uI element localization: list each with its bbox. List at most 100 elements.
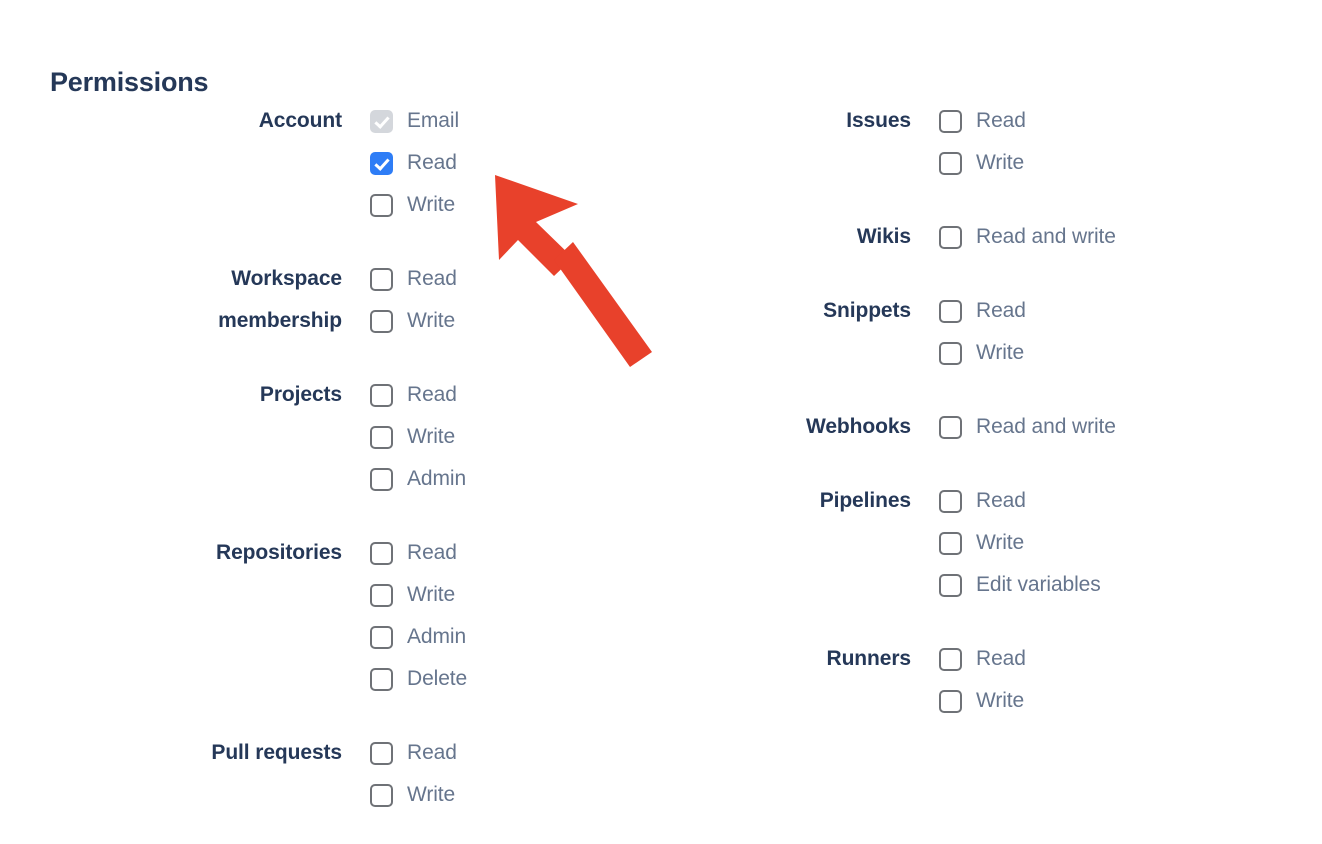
runners-read-label[interactable]: Read: [976, 647, 1026, 670]
issues-read-checkbox[interactable]: [939, 109, 962, 133]
pull-requests-write-checkbox[interactable]: [370, 783, 393, 807]
snippets-write-label[interactable]: Write: [976, 341, 1025, 364]
permission-row: Read: [370, 732, 457, 774]
permission-row: Read and write: [939, 216, 1116, 258]
permission-options-wikis: Read and write: [939, 216, 1116, 258]
snippets-write-checkbox[interactable]: [939, 341, 962, 365]
permission-row: Admin: [370, 616, 467, 658]
runners-read-checkbox[interactable]: [939, 647, 962, 671]
account-read-checkbox[interactable]: [370, 151, 393, 175]
workspace-membership-write-checkbox[interactable]: [370, 309, 393, 333]
group-label-line: Snippets: [823, 299, 911, 322]
permission-row: Admin: [370, 458, 466, 500]
wikis-read-and-write-label[interactable]: Read and write: [976, 225, 1116, 248]
projects-read-label[interactable]: Read: [407, 383, 457, 406]
group-label-line: Pipelines: [819, 489, 911, 512]
permission-row: Read: [939, 480, 1101, 522]
account-write-checkbox[interactable]: [370, 193, 393, 217]
permission-row: Write: [939, 332, 1026, 374]
workspace-membership-write-label[interactable]: Write: [407, 309, 456, 332]
pull-requests-read-checkbox[interactable]: [370, 741, 393, 765]
account-read-label[interactable]: Read: [407, 151, 457, 174]
repositories-write-checkbox[interactable]: [370, 583, 393, 607]
pipelines-write-label[interactable]: Write: [976, 531, 1025, 554]
issues-write-label[interactable]: Write: [976, 151, 1025, 174]
permission-row: Read: [370, 142, 459, 184]
repositories-delete-label[interactable]: Delete: [407, 667, 468, 690]
repositories-read-checkbox[interactable]: [370, 541, 393, 565]
wikis-read-and-write-checkbox[interactable]: [939, 225, 962, 249]
permission-row: Read: [370, 258, 457, 300]
projects-read-checkbox[interactable]: [370, 383, 393, 407]
runners-write-label[interactable]: Write: [976, 689, 1025, 712]
permission-group-webhooks: Webhooks Read and write: [620, 406, 1320, 448]
runners-write-checkbox[interactable]: [939, 689, 962, 713]
webhooks-read-and-write-label[interactable]: Read and write: [976, 415, 1116, 438]
permission-row: Email: [370, 100, 459, 142]
group-label-projects: Projects: [0, 374, 370, 416]
pipelines-write-checkbox[interactable]: [939, 531, 962, 555]
pipelines-edit-variables-label[interactable]: Edit variables: [976, 573, 1101, 596]
group-label-pull-requests: Pull requests: [0, 732, 370, 774]
permission-row: Write: [370, 184, 459, 226]
permission-row: Write: [370, 416, 466, 458]
permission-row: Read and write: [939, 406, 1116, 448]
permission-row: Edit variables: [939, 564, 1101, 606]
repositories-admin-label[interactable]: Admin: [407, 625, 467, 648]
group-label-issues: Issues: [620, 100, 939, 142]
permission-row: Write: [939, 680, 1026, 722]
group-label-line: Wikis: [856, 225, 911, 248]
projects-admin-checkbox[interactable]: [370, 467, 393, 491]
account-write-label[interactable]: Write: [407, 193, 456, 216]
projects-admin-label[interactable]: Admin: [407, 467, 467, 490]
pull-requests-write-label[interactable]: Write: [407, 783, 456, 806]
group-label-line: Account: [258, 109, 342, 132]
repositories-write-label[interactable]: Write: [407, 583, 456, 606]
repositories-delete-checkbox[interactable]: [370, 667, 393, 691]
repositories-admin-checkbox[interactable]: [370, 625, 393, 649]
snippets-read-label[interactable]: Read: [976, 299, 1026, 322]
account-email-checkbox: [370, 109, 393, 133]
workspace-membership-read-label[interactable]: Read: [407, 267, 457, 290]
group-label-snippets: Snippets: [620, 290, 939, 332]
webhooks-read-and-write-checkbox[interactable]: [939, 415, 962, 439]
group-label-line: Repositories: [216, 541, 342, 564]
snippets-read-checkbox[interactable]: [939, 299, 962, 323]
pipelines-read-checkbox[interactable]: [939, 489, 962, 513]
permission-row: Read: [370, 374, 466, 416]
pull-requests-read-label[interactable]: Read: [407, 741, 457, 764]
group-label-webhooks: Webhooks: [620, 406, 939, 448]
issues-read-label[interactable]: Read: [976, 109, 1026, 132]
permission-options-webhooks: Read and write: [939, 406, 1116, 448]
repositories-read-label[interactable]: Read: [407, 541, 457, 564]
permission-row: Read: [370, 532, 467, 574]
projects-write-checkbox[interactable]: [370, 425, 393, 449]
group-label-account: Account: [0, 100, 370, 142]
group-label-pipelines: Pipelines: [620, 480, 939, 522]
group-label-line: Issues: [846, 109, 911, 132]
projects-write-label[interactable]: Write: [407, 425, 456, 448]
pipelines-read-label[interactable]: Read: [976, 489, 1026, 512]
issues-write-checkbox[interactable]: [939, 151, 962, 175]
group-label-line: membership: [218, 309, 342, 332]
pipelines-edit-variables-checkbox[interactable]: [939, 573, 962, 597]
permission-row: Write: [370, 574, 467, 616]
workspace-membership-read-checkbox[interactable]: [370, 267, 393, 291]
permission-row: Write: [370, 300, 457, 342]
